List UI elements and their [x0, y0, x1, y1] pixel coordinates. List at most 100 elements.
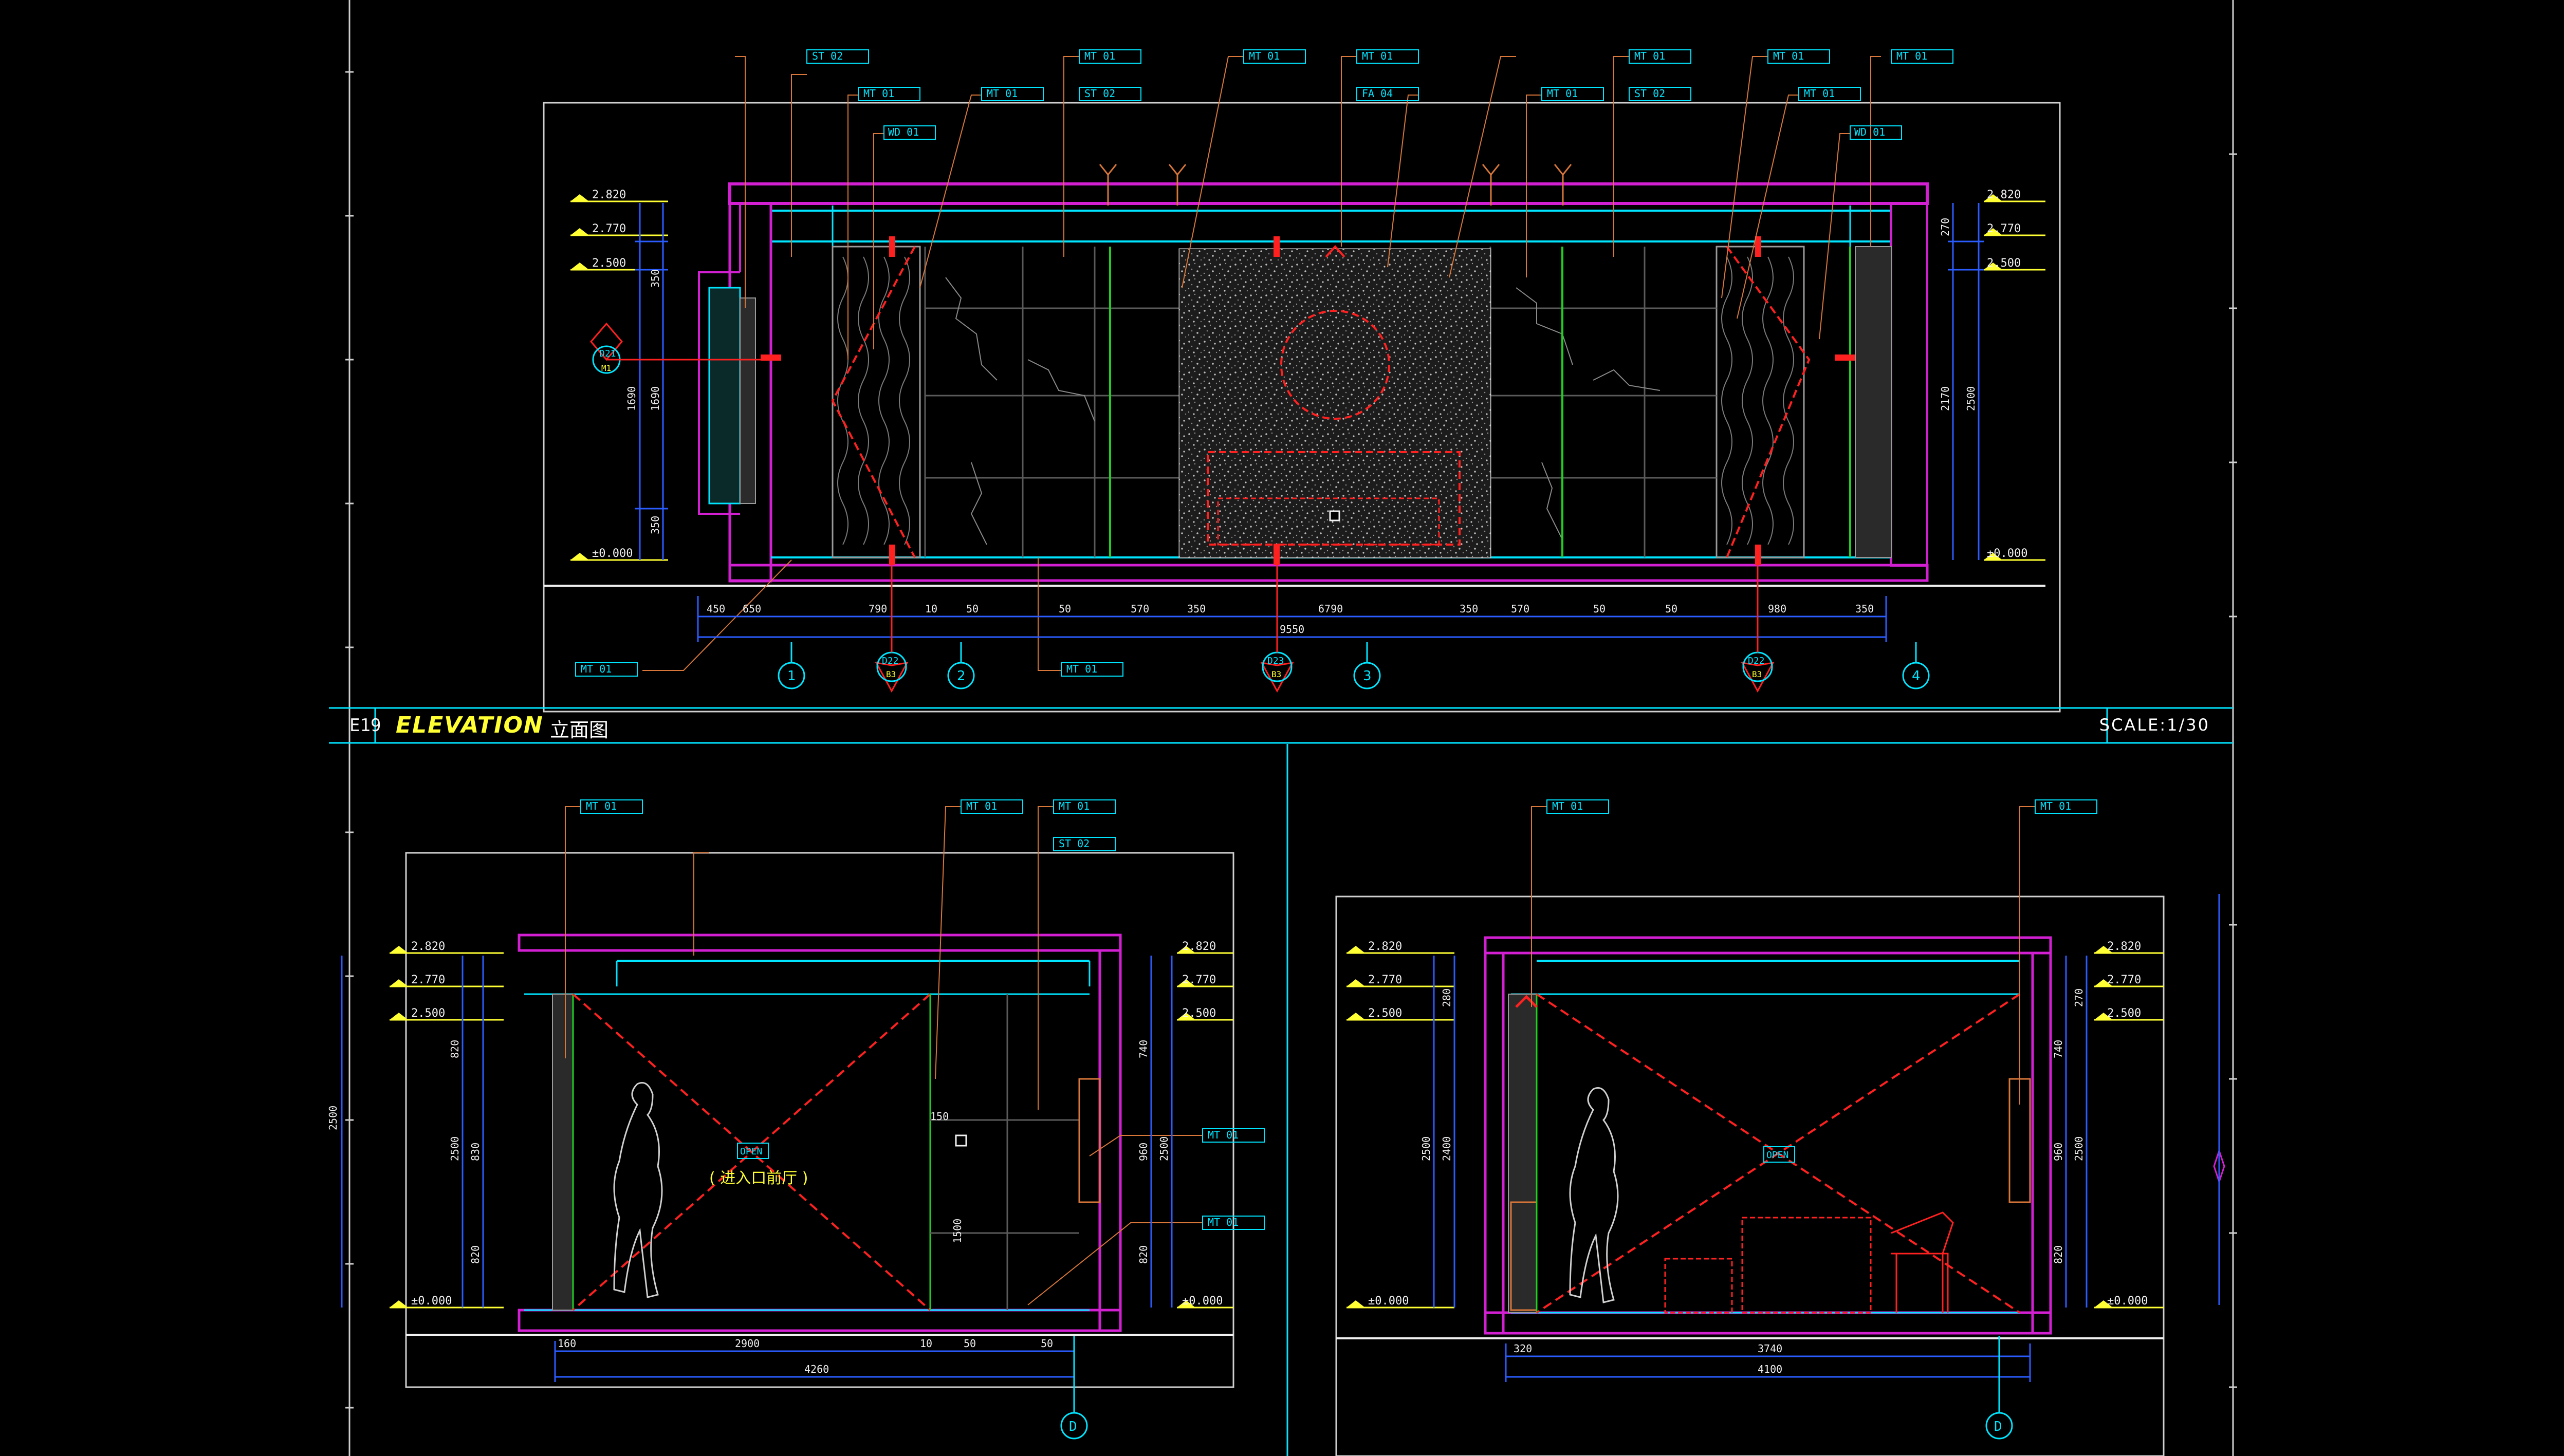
br-dim-b0: 320	[1514, 1342, 1532, 1355]
tag-mt01-f: MT 01	[1547, 87, 1578, 100]
tag-mt01-d: MT 01	[1249, 50, 1280, 62]
bl-level-l1: 2.820	[411, 940, 445, 953]
bl-tag-mt01-a: MT 01	[586, 800, 617, 812]
bl-level-l4: ±0.000	[411, 1295, 452, 1308]
bl-dim-l1: 820	[449, 1040, 461, 1058]
tag-st02-a: ST 02	[812, 50, 843, 62]
bl-tag-mt01-c: MT 01	[1059, 800, 1090, 812]
bl-dim-b2: 10	[920, 1337, 932, 1350]
top-dim-b13: 570	[1511, 603, 1529, 615]
tag-d22-b: D22	[1748, 656, 1765, 666]
bl-tag-st02: ST 02	[1059, 837, 1090, 850]
bl-dim-outer: 2500	[327, 1106, 339, 1130]
level-0: ±0.000	[592, 547, 633, 560]
level-2820: 2.820	[592, 189, 626, 201]
top-dim-b11: 350	[1460, 603, 1478, 615]
bl-level-r2: 2.770	[1182, 974, 1216, 986]
br-level-r2: 2.770	[2107, 974, 2141, 986]
drawing-code: E19	[349, 715, 381, 736]
br-tag-mt01-b: MT 01	[2040, 800, 2071, 812]
br-dim-r3: 2500	[2073, 1136, 2085, 1161]
top-dim-left-1: 350	[649, 269, 661, 288]
tag-d21: D21	[599, 348, 616, 359]
top-dim-total: 9550	[1280, 623, 1304, 636]
tag-mt01-e: MT 01	[1362, 50, 1393, 62]
bl-dim-b3: 50	[964, 1337, 976, 1350]
top-dim-left-3: 350	[649, 516, 661, 534]
top-dim-left-total: 1690	[625, 386, 638, 411]
bl-dim-r4: 820	[1137, 1245, 1150, 1264]
open-label-right: OPEN	[1766, 1150, 1788, 1161]
top-dim-b3: 790	[869, 603, 887, 615]
entrance-label: ( 进入口前厅 )	[709, 1169, 808, 1187]
tag-mt01-c: MT 01	[1084, 50, 1115, 62]
sheet-frame	[348, 0, 2234, 1456]
br-dim-l3: 2400	[1441, 1136, 1453, 1161]
bl-tag-mt01-e: MT 01	[1208, 1216, 1239, 1228]
top-dim-b1: 650	[743, 603, 761, 615]
bl-dim-l3: 830	[469, 1143, 482, 1161]
bl-dim-total: 4260	[804, 1363, 829, 1375]
drawing-title-cn: 立面图	[550, 719, 609, 741]
br-grid-d: D	[1994, 1419, 2002, 1434]
tag-mt01-j: MT 01	[1896, 50, 1927, 62]
bl-tag-mt01-d: MT 01	[1208, 1129, 1239, 1141]
tag-st02-c: ST 02	[1634, 87, 1665, 100]
top-elevation: ST 02 MT 01 WD 01 MT 01 MT 01 ST 02 MT 0…	[543, 49, 2061, 713]
bl-dim-b1: 2900	[735, 1337, 760, 1350]
bl-dim-b4: 50	[1041, 1337, 1053, 1350]
br-level-r3: 2.500	[2107, 1007, 2141, 1020]
level-2770-r: 2.770	[1987, 222, 2021, 235]
drawing-title: ELEVATION	[396, 712, 544, 738]
tag-wd01-a: WD 01	[888, 126, 919, 138]
grid-2: 2	[957, 668, 966, 684]
tag-mt01-h: MT 01	[1773, 50, 1804, 62]
open-label-left: OPEN	[740, 1146, 762, 1157]
br-dim-r1: 740	[2052, 1040, 2064, 1058]
top-dim-b9: 350	[1187, 603, 1206, 615]
grid-3: 3	[1363, 668, 1372, 684]
drawing-scale: SCALE:1/30	[2099, 715, 2210, 735]
bl-level-l2: 2.770	[411, 974, 445, 986]
level-0-r: ±0.000	[1987, 547, 2027, 560]
tag-d23-sub: B3	[1271, 669, 1281, 679]
br-dim-total: 4100	[1758, 1363, 1782, 1375]
tag-mt01-a: MT 01	[863, 87, 894, 100]
bottom-right-elevation: OPEN MT 01 MT 01 2.820 2.770 2.500 ±0.00…	[1335, 799, 2225, 1456]
br-level-r4: ±0.000	[2107, 1295, 2148, 1308]
tag-mt01-i: MT 01	[1804, 87, 1835, 100]
top-dim-right-1: 2170	[1939, 386, 1951, 411]
level-2500-r: 2.500	[1987, 257, 2021, 270]
bl-dim-r2: 2500	[1158, 1136, 1170, 1161]
top-dim-b19: 350	[1855, 603, 1874, 615]
tag-d22-a-sub: B3	[886, 669, 896, 679]
top-right-level-marks: 2.820 2.770 2.500 ±0.000	[1984, 189, 2045, 561]
bl-dim-l4: 820	[469, 1245, 482, 1264]
tag-mt01-b: MT 01	[987, 87, 1018, 100]
tag-fa04: FA 04	[1362, 87, 1393, 100]
tag-d22-b-sub: B3	[1752, 669, 1762, 679]
tag-mt01-g: MT 01	[1634, 50, 1665, 62]
top-dim-b4: 10	[925, 603, 937, 615]
tag-mt01-k: MT 01	[581, 663, 612, 675]
br-level-l1: 2.820	[1368, 940, 1402, 953]
level-2770: 2.770	[592, 222, 626, 235]
tag-d21-sub: M1	[601, 363, 611, 373]
section-marker-d21: D21 M1	[590, 322, 771, 374]
top-dim-b15: 50	[1665, 603, 1677, 615]
bl-dim-r1: 740	[1137, 1040, 1150, 1058]
br-level-r1: 2.820	[2107, 940, 2141, 953]
top-dim-b7: 570	[1131, 603, 1149, 615]
top-dim-b14: 50	[1593, 603, 1606, 615]
bl-dim-r6: 150	[930, 1110, 949, 1123]
bl-dim-l2: 2500	[449, 1136, 461, 1161]
grid-1: 1	[787, 668, 796, 684]
top-dim-b17: 980	[1768, 603, 1786, 615]
br-dim-r2: 960	[2052, 1143, 2064, 1161]
bl-dim-b0: 160	[558, 1337, 576, 1350]
tag-d23: D23	[1267, 656, 1284, 666]
bl-level-r3: 2.500	[1182, 1007, 1216, 1020]
br-dim-l1: 2500	[1420, 1136, 1432, 1161]
level-2820-r: 2.820	[1987, 189, 2021, 201]
